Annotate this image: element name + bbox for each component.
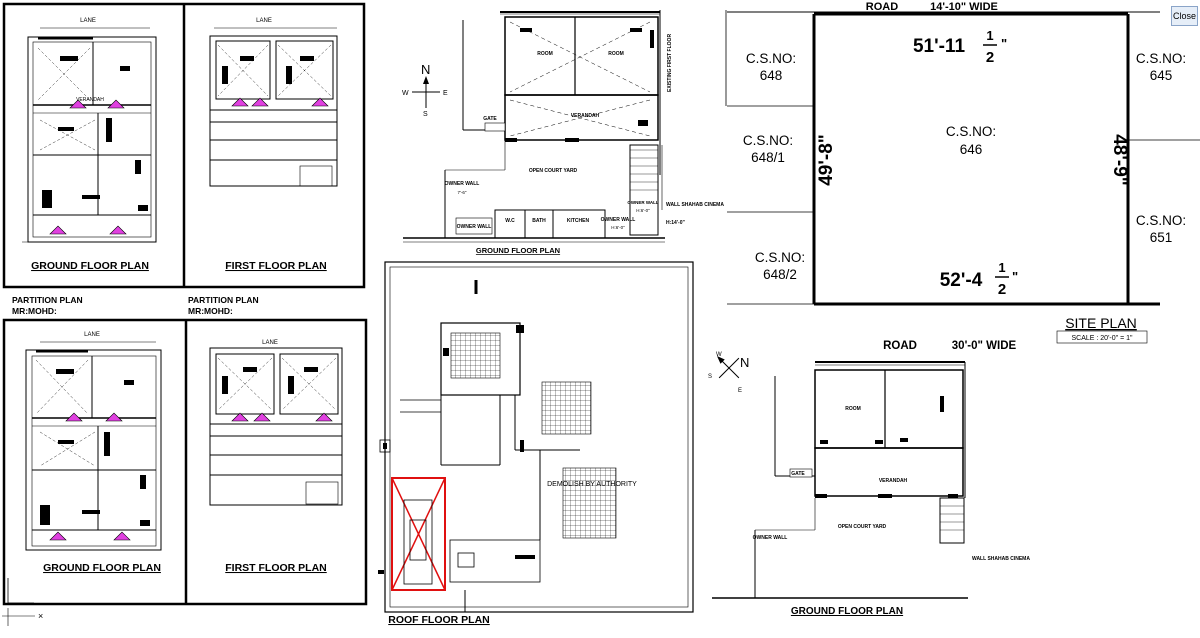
- north-label: N: [421, 62, 430, 77]
- first-floor-plan-title: FIRST FLOOR PLAN: [225, 562, 327, 574]
- owner-wall-label: OWNER WALL: [457, 224, 492, 230]
- south-label: S: [423, 111, 428, 118]
- south-label: S: [708, 374, 712, 380]
- inch-mark: ": [1012, 269, 1018, 284]
- cs-648-1-label: C.S.NO:: [743, 133, 793, 148]
- top-left-sheet: LANE VERANDAH GROUND FLOOR PLAN L: [2, 2, 366, 289]
- cs-648-number: 648: [760, 68, 783, 83]
- top-dimension-denominator: 2: [986, 49, 994, 66]
- cs-651-number: 651: [1150, 230, 1173, 245]
- ucs-axis-icon: ×: [2, 578, 43, 626]
- ground-floor-plan-bottom: LANE GROUND FLOOR PLAN: [25, 332, 162, 574]
- cs-651-label: C.S.NO:: [1136, 213, 1186, 228]
- cs-648-label: C.S.NO:: [746, 51, 796, 66]
- north-label: N: [740, 355, 749, 370]
- partition-plan-label: PARTITION PLAN: [188, 295, 259, 305]
- cs-645-number: 645: [1150, 68, 1173, 83]
- road-width-label: 14'-10" WIDE: [930, 1, 998, 13]
- road-label: ROAD: [866, 1, 898, 13]
- center-ground-floor-plan: ROOM ROOM VERANDAH GATE OPEN COURT YARD …: [403, 10, 724, 255]
- lane-label: LANE: [80, 18, 96, 24]
- owner-wall-label: OWNER WALL: [753, 535, 788, 541]
- inch-mark: ": [1001, 36, 1007, 51]
- site-plan: ROAD 14'-10" WIDE 51'-11 1 2 " 52'-4 1 2…: [725, 1, 1200, 352]
- wall-shahab-label: WALL SHAHAB CINEMA: [666, 202, 724, 208]
- existing-first-floor-label: EXISTING FIRST FLOOR: [667, 34, 673, 92]
- east-label: E: [738, 388, 742, 394]
- lane-label: LANE: [84, 332, 100, 338]
- verandah-label: VERANDAH: [571, 113, 600, 119]
- close-button[interactable]: Close: [1171, 6, 1198, 26]
- ucs-x-mark: ×: [38, 611, 43, 621]
- lane-label: LANE: [262, 340, 278, 346]
- cs-645-label: C.S.NO:: [1136, 51, 1186, 66]
- road-width-label: 30'-0" WIDE: [952, 340, 1017, 352]
- first-floor-plan-bottom: LANE FIRST FLOOR PLAN: [209, 340, 343, 574]
- site-plan-scale: SCALE : 20'-0" = 1": [1072, 335, 1133, 342]
- verandah-label: VERANDAH: [76, 97, 104, 103]
- right-dimension: 48'-9": [1109, 134, 1130, 186]
- gate-label: GATE: [483, 116, 497, 122]
- bottom-dimension-numerator: 1: [998, 260, 1005, 275]
- compass-north-icon: N W E S: [402, 62, 448, 118]
- first-floor-plan-top: LANE FIRST FLOOR PLAN: [209, 18, 338, 272]
- room-label: ROOM: [845, 406, 861, 412]
- bottom-right-ground-floor-title: GROUND FLOOR PLAN: [791, 606, 903, 617]
- room-left-label: ROOM: [537, 51, 553, 57]
- cs-648-1-number: 648/1: [751, 150, 785, 165]
- owner-wall-label: OWNER WALL: [445, 181, 480, 187]
- cs-646-label: C.S.NO:: [946, 124, 996, 139]
- demolish-note: DEMOLISH BY AUTHORITY: [547, 481, 637, 488]
- room-right-label: ROOM: [608, 51, 624, 57]
- site-plan-title: SITE PLAN: [1065, 315, 1137, 331]
- courtyard-label: OPEN COURT YARD: [838, 524, 887, 530]
- bath-label: BATH: [532, 218, 546, 224]
- road-label: ROAD: [883, 340, 917, 352]
- top-dimension: 51'-11: [913, 36, 965, 57]
- west-label: W: [402, 90, 409, 97]
- bottom-right-ground-floor-plan: ROOM VERANDAH GATE OPEN COURT YARD OWNER…: [712, 361, 1030, 617]
- ground-floor-plan-title: GROUND FLOOR PLAN: [31, 260, 149, 272]
- bottom-left-sheet: LANE GROUND FLOOR PLAN LANE FIRST FLOO: [2, 318, 368, 606]
- compass-rotated-north-icon: [716, 355, 740, 379]
- kitchen-label: KITCHEN: [567, 218, 590, 224]
- roof-floor-plan-title: ROOF FLOOR PLAN: [388, 614, 490, 626]
- owner-wall-dim: H:6'-0": [636, 208, 650, 213]
- owner-label: MR:MOHD:: [188, 306, 233, 316]
- center-ground-floor-title: GROUND FLOOR PLAN: [476, 246, 560, 255]
- owner-label: MR:MOHD:: [12, 306, 57, 316]
- courtyard-label: OPEN COURT YARD: [529, 168, 578, 174]
- ground-floor-plan-top: LANE VERANDAH GROUND FLOOR PLAN: [22, 18, 157, 272]
- cs-646-number: 646: [960, 142, 983, 157]
- partition-plan-label: PARTITION PLAN: [12, 295, 83, 305]
- owner-wall-label: OWNER WALL: [627, 200, 658, 205]
- owner-wall-label: OWNER WALL: [601, 217, 636, 223]
- cs-648-2-label: C.S.NO:: [755, 250, 805, 265]
- roof-floor-plan: DEMOLISH BY AUTHORITY ROOF FLOOR PLAN: [378, 261, 694, 626]
- first-floor-plan-title: FIRST FLOOR PLAN: [225, 260, 327, 272]
- ground-floor-plan-title: GROUND FLOOR PLAN: [43, 562, 161, 574]
- wall-shahab-label: WALL SHAHAB CINEMA: [972, 556, 1030, 562]
- top-dimension-numerator: 1: [986, 28, 993, 43]
- wc-label: W.C: [505, 218, 515, 224]
- wall-height-label: H:14'-0": [666, 220, 685, 226]
- bottom-dimension-denominator: 2: [998, 281, 1006, 298]
- owner-wall-dim: 7'-6": [458, 190, 467, 195]
- west-label: W: [716, 352, 722, 358]
- gate-label: GATE: [791, 471, 805, 477]
- cs-648-2-number: 648/2: [763, 267, 797, 282]
- left-dimension: 49'-8": [816, 134, 837, 186]
- lane-label: LANE: [256, 18, 272, 24]
- owner-wall-dim: H:6'-0": [611, 225, 625, 230]
- verandah-label: VERANDAH: [879, 478, 908, 484]
- east-label: E: [443, 90, 448, 97]
- bottom-dimension: 52'-4: [940, 270, 983, 291]
